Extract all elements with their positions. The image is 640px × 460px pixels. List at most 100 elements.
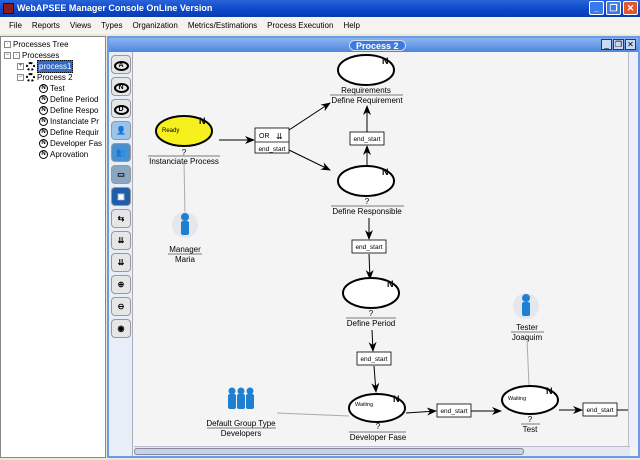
end-start-connection[interactable]: end_start xyxy=(582,402,618,417)
menu-bar: File Reports Views Types Organization Me… xyxy=(0,17,640,34)
add-normal-activity-button[interactable]: N xyxy=(111,77,131,96)
add-join-button[interactable]: ⇊ xyxy=(111,253,131,272)
person-icon xyxy=(522,294,530,302)
maximize-button[interactable]: ❐ xyxy=(606,1,621,15)
agent-tester[interactable]: Tester Joaquim xyxy=(511,293,544,342)
agent-manager[interactable]: Manager Maria xyxy=(168,212,202,264)
tree-processes-label: Processes xyxy=(22,51,60,60)
end-start-connection[interactable]: end_start xyxy=(436,403,472,418)
frame-minimize-button[interactable]: _ xyxy=(601,39,612,50)
tree-process2[interactable]: − Process 2 xyxy=(17,72,73,83)
collapse-icon[interactable]: − xyxy=(17,74,24,81)
tree-process1[interactable]: +process1 xyxy=(17,60,74,73)
processes-tree: ·Processes Tree −·Processes +process1 −P… xyxy=(0,36,106,458)
end-start-connection[interactable]: end_start xyxy=(356,351,392,366)
activity-define-responsible[interactable]: N ? Define Responsible xyxy=(331,165,404,216)
add-automatic-activity-button[interactable]: A xyxy=(111,55,131,74)
tree-activity-label: Test xyxy=(50,84,65,93)
activity-agent: ? xyxy=(182,148,187,157)
tree-processes[interactable]: −·Processes xyxy=(4,50,59,61)
minimize-button[interactable]: _ xyxy=(589,1,604,15)
tool-palette: A N D 👤 👥 ▭ ▣ ⇆ ⇊ ⇊ ⊕ ⊖ ◉ xyxy=(109,52,133,456)
arrow xyxy=(288,102,331,131)
agent-link xyxy=(183,161,186,216)
add-connection-button[interactable]: ⇆ xyxy=(111,209,131,228)
scroll-thumb[interactable] xyxy=(134,448,524,455)
arrow xyxy=(368,329,377,352)
tree-root-label: Processes Tree xyxy=(13,40,69,49)
or-connection[interactable]: OR ⇊ end_start xyxy=(254,127,290,154)
frame-titlebar[interactable]: Process 2 _ ❐ ✕ xyxy=(109,38,638,52)
view-button[interactable]: ◉ xyxy=(111,319,131,338)
process-icon xyxy=(26,62,35,71)
connection-kind: end_start xyxy=(353,136,380,143)
menu-views[interactable]: Views xyxy=(69,21,92,30)
add-decomposed-activity-button[interactable]: D xyxy=(111,99,131,118)
person-icon xyxy=(181,213,189,221)
normal-badge: N xyxy=(199,116,206,126)
menu-process-execution[interactable]: Process Execution xyxy=(267,21,334,30)
tree-node-icon: · xyxy=(4,41,11,48)
menu-organization[interactable]: Organization xyxy=(132,21,178,30)
normal-activity-icon: N xyxy=(39,117,48,126)
expand-icon[interactable]: + xyxy=(17,63,24,70)
activity-name: Test xyxy=(523,425,538,434)
collapse-icon[interactable]: − xyxy=(4,52,11,59)
tree-process2-label: Process 2 xyxy=(37,73,73,82)
zoom-in-button[interactable]: ⊕ xyxy=(111,275,131,294)
decomposed-activity-icon: D xyxy=(113,105,129,115)
tree-root[interactable]: ·Processes Tree xyxy=(4,39,69,50)
automatic-activity-icon: A xyxy=(113,61,129,71)
frame-title: Process 2 xyxy=(349,40,406,51)
normal-activity-icon: N xyxy=(39,84,48,93)
window-title: WebAPSEE Manager Console OnLine Version xyxy=(17,3,213,13)
add-group-button[interactable]: 👥 xyxy=(111,143,131,162)
activity-name: Define Requirement xyxy=(331,96,403,105)
process-canvas[interactable]: Ready N ? Instanciate Process OR ⇊ end_s… xyxy=(134,52,630,447)
frame-maximize-button[interactable]: ❐ xyxy=(613,39,624,50)
activity-define-period[interactable]: N ? Define Period xyxy=(342,277,400,328)
zoom-out-button[interactable]: ⊖ xyxy=(111,297,131,316)
menu-file[interactable]: File xyxy=(9,21,22,30)
frame-close-button[interactable]: ✕ xyxy=(625,39,636,50)
end-start-connection[interactable]: end_start xyxy=(351,239,387,254)
normal-badge: N xyxy=(387,279,394,289)
tree-activity-label: Define Period xyxy=(50,95,99,104)
tree-activity-label: Aprovation xyxy=(50,150,89,159)
branch-icon: ⇊ xyxy=(117,236,125,245)
tree-activity-label: Define Respo xyxy=(50,106,99,115)
branch-icon: ⇊ xyxy=(276,132,283,141)
activity-developer-fase[interactable]: Waiting N ? Developer Fase xyxy=(348,393,407,442)
activity-instanciate-process[interactable]: Ready N ? Instanciate Process xyxy=(148,115,220,166)
menu-help[interactable]: Help xyxy=(343,21,360,30)
vertical-scrollbar[interactable] xyxy=(628,52,638,447)
activity-agent: ? xyxy=(376,422,381,431)
group-developers[interactable]: Default Group Type Developers xyxy=(206,387,276,439)
window-titlebar: WebAPSEE Manager Console OnLine Version … xyxy=(0,0,640,17)
activity-name: Developer Fase xyxy=(350,433,407,442)
normal-activity-icon: N xyxy=(39,150,48,159)
add-branch-button[interactable]: ⇊ xyxy=(111,231,131,250)
end-start-connection[interactable]: end_start xyxy=(349,131,385,146)
horizontal-scrollbar[interactable] xyxy=(134,446,630,456)
menu-metrics[interactable]: Metrics/Estimations xyxy=(187,21,258,30)
add-agent-button[interactable]: 👤 xyxy=(111,121,131,140)
normal-activity-icon: N xyxy=(39,106,48,115)
add-artifact-button[interactable]: ▣ xyxy=(111,187,131,206)
add-resource-button[interactable]: ▭ xyxy=(111,165,131,184)
activity-test[interactable]: Waiting N ? Test xyxy=(501,385,559,434)
activity-agent: ? xyxy=(369,309,374,318)
menu-types[interactable]: Types xyxy=(101,21,123,30)
normal-badge: N xyxy=(546,386,553,396)
activity-define-requirement[interactable]: N Requirements Define Requirement xyxy=(330,54,403,105)
process-icon xyxy=(26,73,35,82)
menu-reports[interactable]: Reports xyxy=(31,21,60,30)
close-button[interactable]: ✕ xyxy=(623,1,638,15)
